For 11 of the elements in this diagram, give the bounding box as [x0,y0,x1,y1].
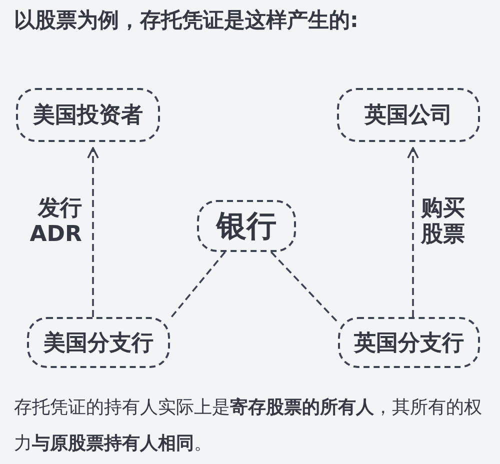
connector-line [270,251,339,324]
caption: 存托凭证的持有人实际上是寄存股票的所有人，其所有的权力与原股票持有人相同。 [14,396,483,456]
entity-box: 英国分支行 [338,317,480,368]
entity-box: 美国分支行 [27,317,170,368]
entity-box: 美国投资者 [16,88,160,142]
bank-box: 银行 [197,200,296,252]
connector-line [169,251,226,320]
title: 以股票为例，存托凭证是这样产生的: [14,7,358,34]
entity-box: 英国公司 [337,88,480,142]
arrow [407,147,419,317]
arrow [87,147,99,317]
